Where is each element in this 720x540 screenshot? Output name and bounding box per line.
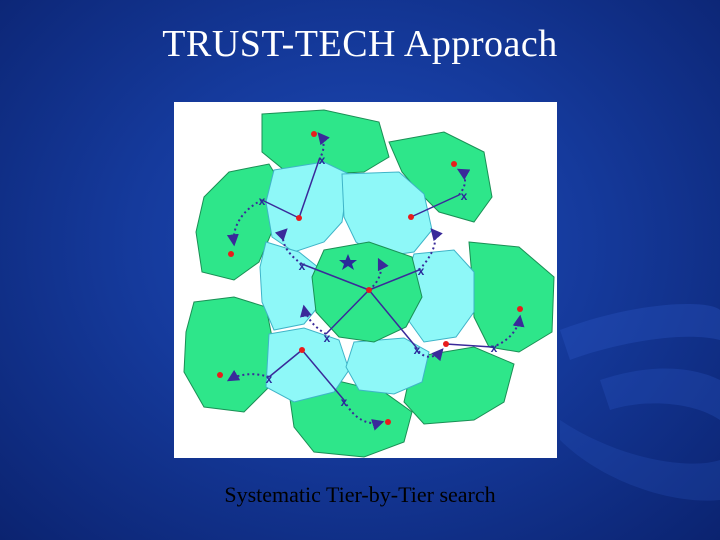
mid-region-top bbox=[265, 161, 350, 253]
svg-text:x: x bbox=[414, 343, 421, 357]
outer-region-right bbox=[468, 241, 555, 353]
trajectories bbox=[261, 159, 493, 401]
svg-text:x: x bbox=[259, 194, 266, 208]
local-optima bbox=[217, 131, 523, 425]
dotted-search-paths bbox=[226, 132, 525, 431]
tier-search-diagram: x x x x x x x x x x bbox=[183, 109, 555, 458]
svg-text:x: x bbox=[266, 372, 273, 386]
svg-text:x: x bbox=[491, 341, 498, 355]
mid-region-bottom-right bbox=[345, 337, 430, 395]
diagram-panel: x x x x x x x x x x bbox=[174, 102, 557, 458]
svg-text:x: x bbox=[341, 395, 348, 409]
outer-region-top-right bbox=[388, 131, 493, 223]
svg-text:x: x bbox=[299, 259, 306, 273]
outer-region-bottom-right bbox=[403, 346, 515, 425]
outer-region-left bbox=[183, 296, 275, 413]
start-point-star-icon bbox=[339, 254, 357, 270]
exit-points: x x x x x x x x x x bbox=[259, 153, 498, 409]
mid-region-top-right bbox=[341, 171, 433, 258]
outer-region-bottom bbox=[288, 379, 413, 458]
mid-region-bottom-left bbox=[265, 327, 350, 403]
slide-title: TRUST-TECH Approach bbox=[162, 23, 558, 65]
svg-text:x: x bbox=[319, 153, 326, 167]
diagram-caption: Systematic Tier-by-Tier search bbox=[224, 482, 496, 507]
svg-text:x: x bbox=[324, 331, 331, 345]
svg-text:x: x bbox=[418, 264, 425, 278]
svg-text:x: x bbox=[461, 189, 468, 203]
